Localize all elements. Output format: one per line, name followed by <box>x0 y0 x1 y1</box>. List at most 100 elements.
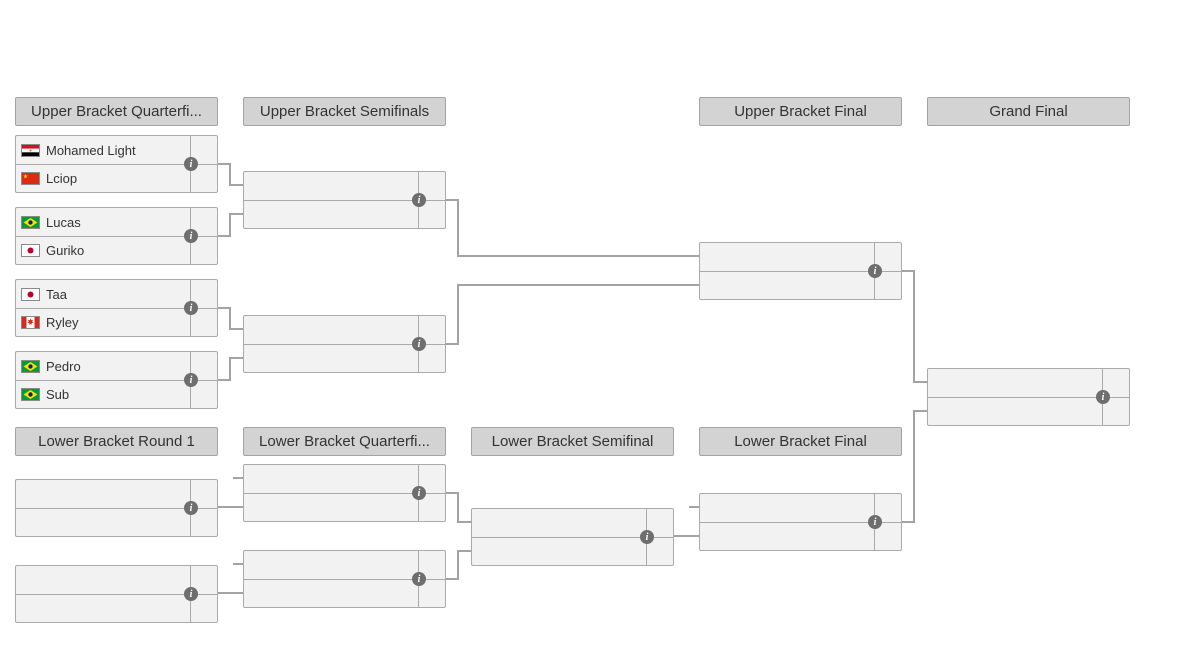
match-lb-quarterfinal-2: i <box>243 550 446 608</box>
connector-line <box>218 506 243 508</box>
player-slot-empty <box>700 494 901 522</box>
china-flag-icon <box>21 172 40 185</box>
score-cell <box>190 595 217 622</box>
score-cell <box>874 494 901 522</box>
header-lower-bracket-quarterfinals: Lower Bracket Quarterfi... <box>243 427 446 456</box>
connector-line <box>674 535 699 537</box>
connector-line <box>218 163 231 165</box>
player-slot[interactable]: Sub <box>16 380 217 408</box>
match-info-icon[interactable]: i <box>868 515 882 529</box>
connector-line <box>229 357 231 381</box>
connector-line <box>229 357 243 359</box>
score-cell <box>418 172 445 200</box>
connector-line <box>913 410 927 412</box>
score-cell <box>190 309 217 336</box>
score-cell <box>190 237 217 264</box>
header-upper-bracket-quarterfinals: Upper Bracket Quarterfi... <box>15 97 218 126</box>
match-lb-round1-1: i <box>15 479 218 537</box>
connector-line <box>446 343 459 345</box>
score-cell <box>418 465 445 493</box>
match-ub-final: i <box>699 242 902 300</box>
player-slot[interactable]: Mohamed Light <box>16 136 217 164</box>
match-grand-final: i <box>927 368 1130 426</box>
score-cell <box>418 551 445 579</box>
connector-line <box>229 184 243 186</box>
score-cell <box>190 136 217 164</box>
player-slot-empty <box>16 508 217 536</box>
score-cell <box>646 538 673 565</box>
score-cell <box>190 352 217 380</box>
connector-line <box>457 521 471 523</box>
match-info-icon[interactable]: i <box>184 501 198 515</box>
match-info-icon[interactable]: i <box>184 229 198 243</box>
match-info-icon[interactable]: i <box>1096 390 1110 404</box>
player-slot[interactable]: Pedro <box>16 352 217 380</box>
header-upper-bracket-final: Upper Bracket Final <box>699 97 902 126</box>
connector-line <box>229 213 231 237</box>
match-info-icon[interactable]: i <box>412 572 426 586</box>
connector-line <box>229 213 243 215</box>
player-name: Sub <box>46 387 70 402</box>
connector-line <box>218 235 231 237</box>
connector-line <box>229 307 231 330</box>
connector-line <box>446 492 459 494</box>
japan-flag-icon <box>21 287 40 301</box>
match-info-icon[interactable]: i <box>412 486 426 500</box>
match-info-icon[interactable]: i <box>640 530 654 544</box>
egypt-flag-icon <box>21 143 40 157</box>
player-slot-empty <box>700 522 901 550</box>
header-grand-final: Grand Final <box>927 97 1130 126</box>
match-ub-quarterfinal-4: Pedro Sub i <box>15 351 218 409</box>
header-upper-bracket-semifinals: Upper Bracket Semifinals <box>243 97 446 126</box>
player-slot[interactable]: Ryley <box>16 308 217 336</box>
player-slot-empty <box>244 493 445 521</box>
connector-line <box>913 381 927 383</box>
player-name: Taa <box>46 286 67 302</box>
player-slot-empty <box>244 200 445 228</box>
player-slot[interactable]: Lciop <box>16 164 217 192</box>
player-slot-empty <box>928 397 1129 425</box>
player-slot-empty <box>472 509 673 537</box>
connector-line <box>902 270 915 272</box>
score-cell <box>646 509 673 537</box>
connector-line <box>229 328 243 330</box>
header-lower-bracket-final: Lower Bracket Final <box>699 427 902 456</box>
match-ub-quarterfinal-3: Taa Ryley i <box>15 279 218 337</box>
match-lb-quarterfinal-1: i <box>243 464 446 522</box>
score-cell <box>1102 398 1129 425</box>
player-slot[interactable]: Guriko <box>16 236 217 264</box>
canada-flag-icon <box>21 316 40 329</box>
score-cell <box>418 316 445 344</box>
match-ub-semifinal-2: i <box>243 315 446 373</box>
brazil-flag-icon <box>21 388 40 401</box>
match-info-icon[interactable]: i <box>412 337 426 351</box>
connector-line <box>913 410 915 523</box>
match-info-icon[interactable]: i <box>184 373 198 387</box>
player-slot[interactable]: Lucas <box>16 208 217 236</box>
score-cell <box>190 480 217 508</box>
connector-line <box>446 199 459 201</box>
match-info-icon[interactable]: i <box>184 587 198 601</box>
connector-line <box>457 199 459 257</box>
score-cell <box>874 272 901 299</box>
connector-line <box>457 550 471 552</box>
match-lb-final: i <box>699 493 902 551</box>
connector-line <box>218 307 231 309</box>
connector-line <box>233 477 243 479</box>
match-info-icon[interactable]: i <box>412 193 426 207</box>
match-info-icon[interactable]: i <box>184 301 198 315</box>
player-name: Ryley <box>46 315 79 330</box>
score-cell <box>190 509 217 536</box>
player-slot-empty <box>700 243 901 271</box>
match-info-icon[interactable]: i <box>184 157 198 171</box>
match-info-icon[interactable]: i <box>868 264 882 278</box>
player-slot[interactable]: Taa <box>16 280 217 308</box>
player-slot-empty <box>16 594 217 622</box>
player-name: Mohamed Light <box>46 142 136 158</box>
score-cell <box>418 580 445 607</box>
connector-line <box>457 492 459 523</box>
player-name: Pedro <box>46 358 81 374</box>
connector-line <box>913 270 915 383</box>
score-cell <box>190 208 217 236</box>
